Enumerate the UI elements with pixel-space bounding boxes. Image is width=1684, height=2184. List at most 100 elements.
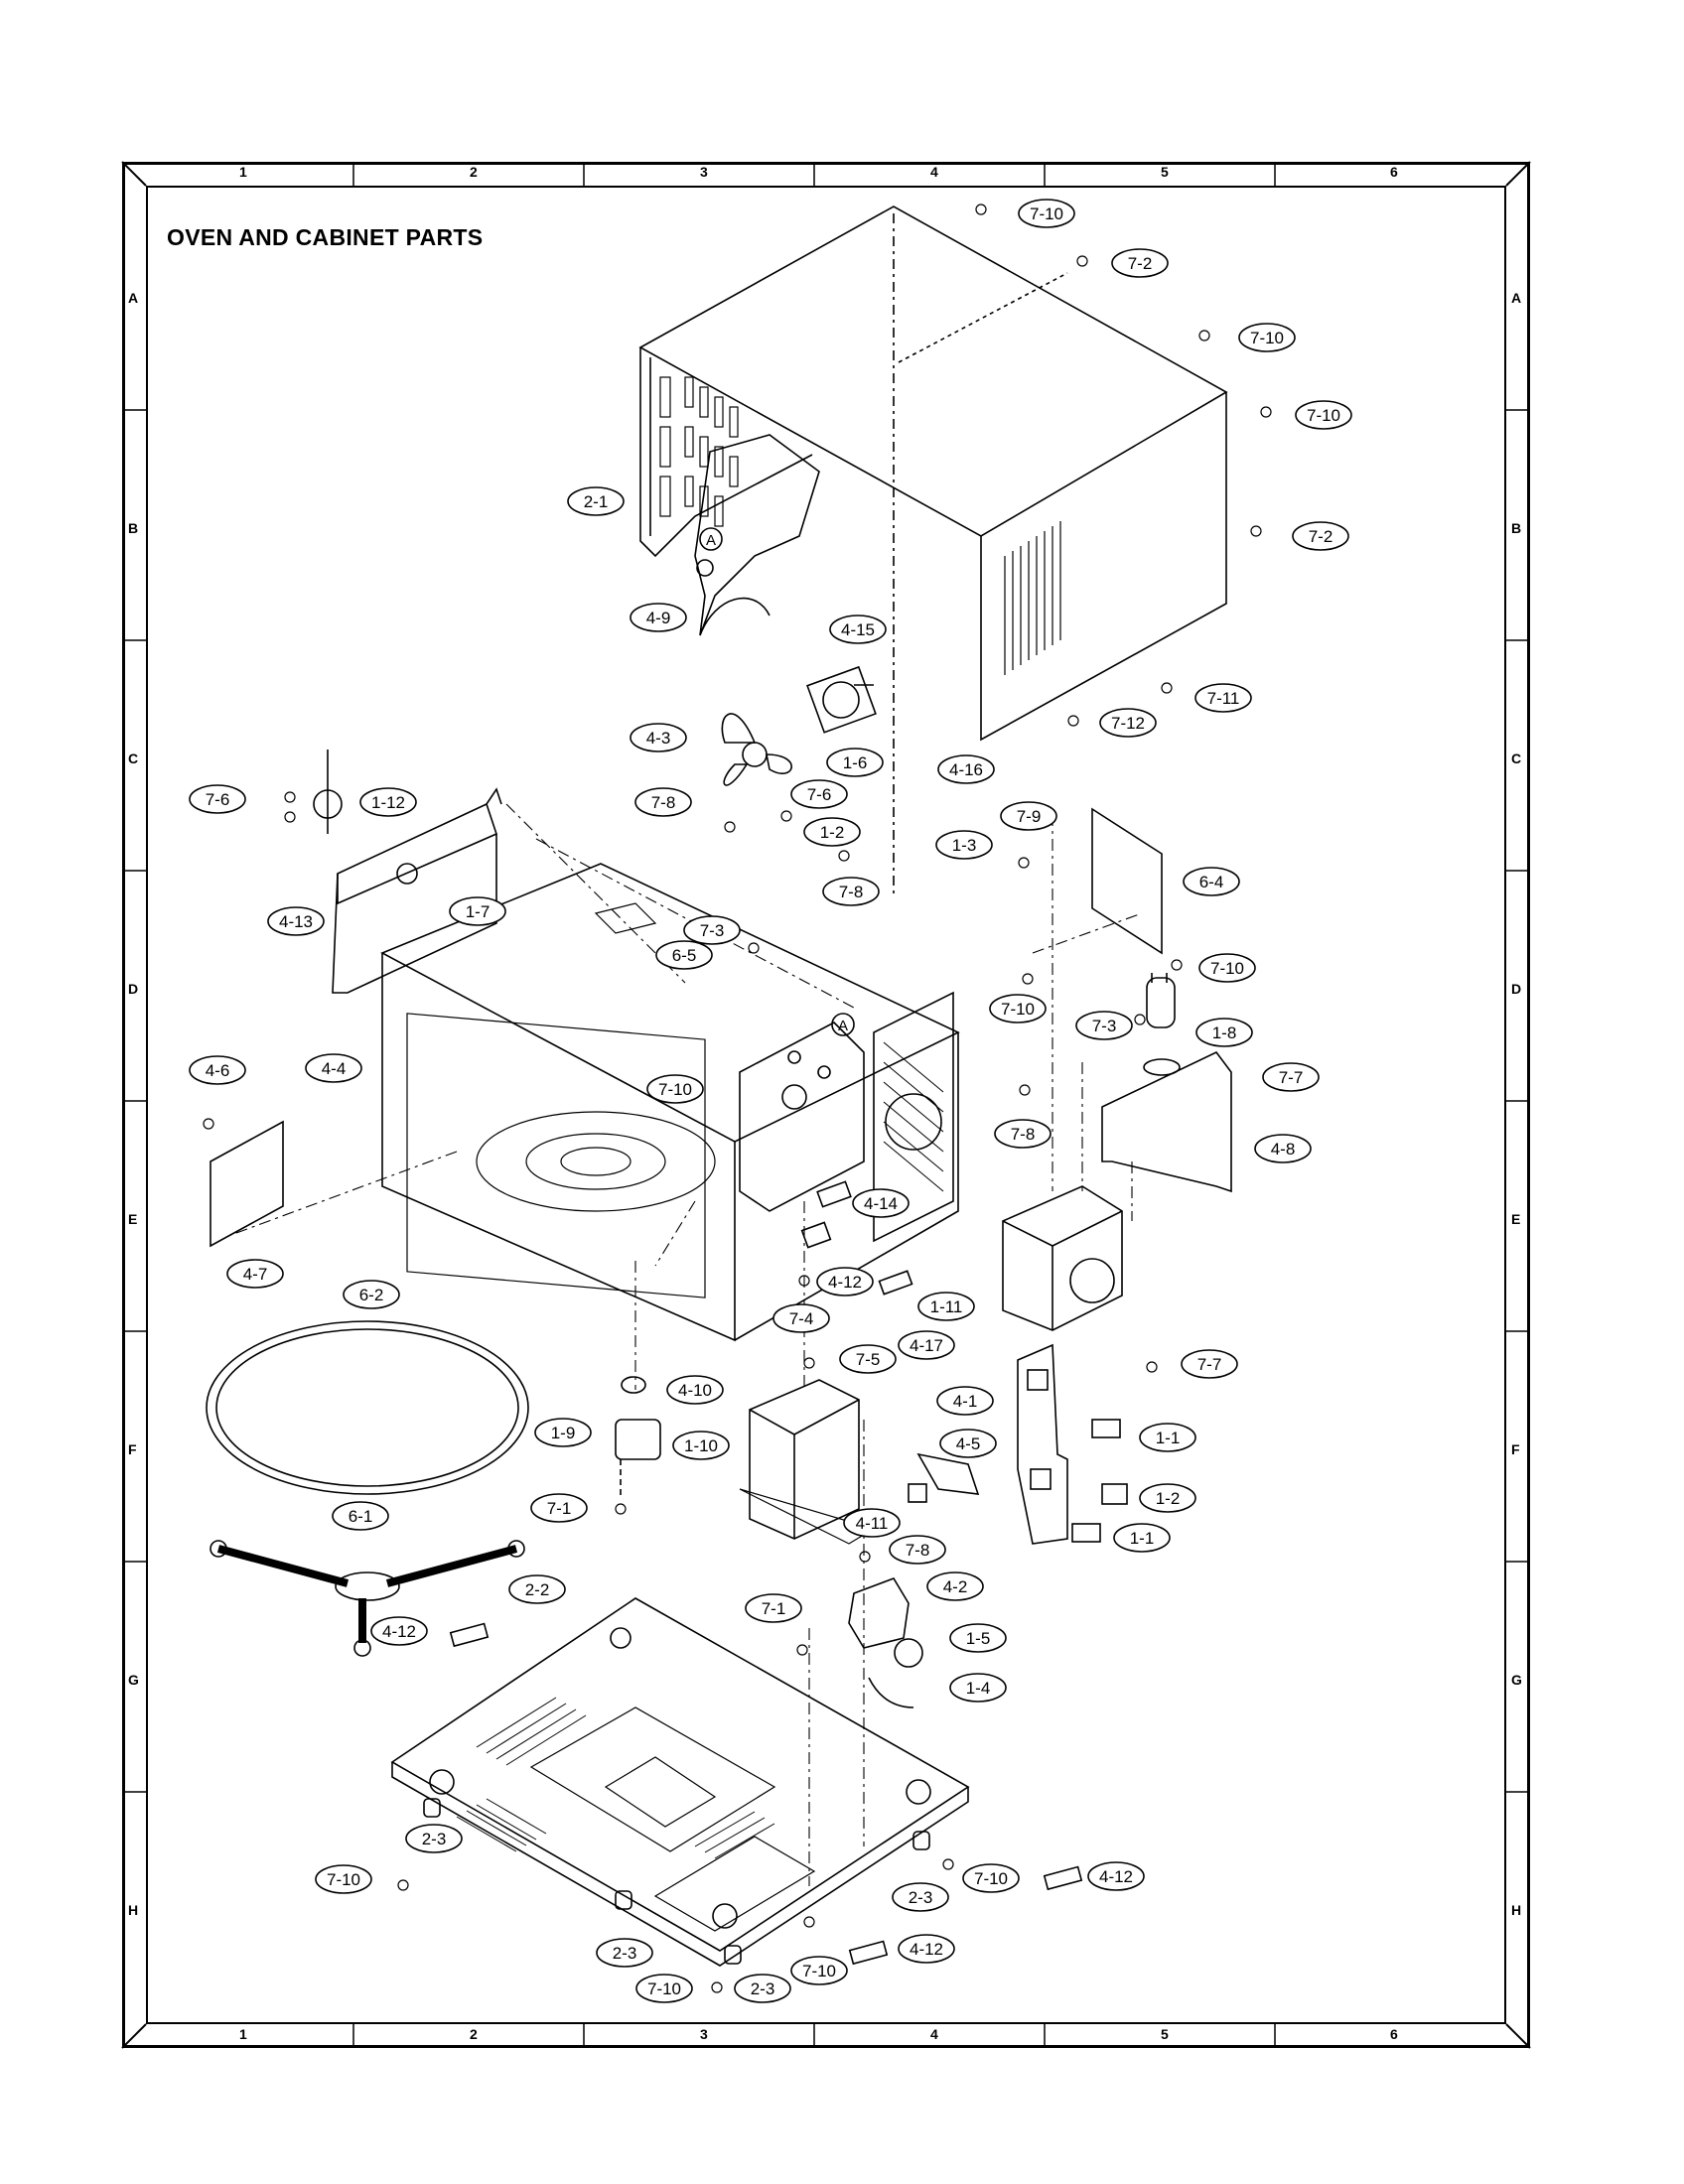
callout-label: 7-2: [1309, 527, 1333, 546]
callout-label: 4-14: [864, 1194, 898, 1213]
fan-motor-drawing: [806, 665, 877, 734]
callout-label: 7-10: [802, 1962, 836, 1980]
callout-balloon: [1018, 199, 1075, 228]
callout-1-11: 1-11: [917, 1292, 975, 1321]
reference-marker-a-1: A: [699, 527, 723, 551]
callout-balloon: [839, 1344, 897, 1374]
callout-4-17: 4-17: [898, 1330, 955, 1360]
row-label: E: [1511, 1211, 1521, 1227]
callout-2-1: 2-1: [567, 486, 625, 516]
row-label: A: [128, 290, 139, 306]
callout-7-3-b: 7-3: [1075, 1011, 1133, 1040]
callout-label: 4-3: [646, 729, 671, 748]
callout-label: 4-10: [678, 1381, 712, 1400]
callout-7-8-b: 7-8: [822, 877, 880, 906]
callout-label: 7-7: [1279, 1068, 1304, 1087]
callout-1-2-a: 1-2: [803, 817, 861, 847]
callout-balloon: [1254, 1134, 1312, 1163]
callout-balloon: [989, 994, 1047, 1024]
callout-label: 7-11: [1207, 689, 1240, 708]
base-plate-drawing: [390, 1597, 970, 1967]
callout-4-16: 4-16: [937, 754, 995, 784]
callout-balloon: [1262, 1062, 1320, 1092]
callout-label: 2-1: [584, 492, 609, 511]
callout-balloon: [790, 779, 848, 809]
callout-balloon: [1292, 521, 1349, 551]
row-label: E: [128, 1211, 138, 1227]
callout-6-1: 6-1: [332, 1501, 389, 1531]
callout-label: 1-6: [843, 753, 868, 772]
callout-balloon: [1099, 708, 1157, 738]
callout-label: 7-8: [651, 793, 676, 812]
callout-balloon: [1183, 867, 1240, 896]
rear-bracket-drawing: [313, 750, 502, 994]
callout-4-10: 4-10: [666, 1375, 724, 1405]
callout-balloon: [655, 940, 713, 970]
latch-hook-drawing: [1017, 1343, 1068, 1545]
callout-balloon: [1111, 248, 1169, 278]
callout-1-10: 1-10: [672, 1431, 730, 1460]
callout-label: 4-16: [949, 760, 983, 779]
callout-balloon: [829, 614, 887, 644]
callout-label: 4-5: [956, 1434, 981, 1453]
callout-4-11: 4-11: [843, 1508, 901, 1538]
callout-balloon: [634, 787, 692, 817]
callout-balloon: [1195, 1018, 1253, 1047]
callout-label: 7-10: [647, 1979, 681, 1998]
callout-1-4: 1-4: [949, 1673, 1007, 1703]
callout-balloon: [892, 1882, 949, 1912]
callout-balloon: [315, 1864, 372, 1894]
callout-label: 4-2: [943, 1577, 968, 1596]
callout-balloon: [596, 1938, 653, 1968]
callout-balloon: [937, 754, 995, 784]
callout-7-10-c: 7-10: [1295, 400, 1352, 430]
callout-7-7-a: 7-7: [1262, 1062, 1320, 1092]
callout-balloon: [534, 1418, 592, 1447]
callout-7-1-b: 7-1: [745, 1593, 802, 1623]
callout-balloon: [1139, 1423, 1196, 1452]
filter-plate-drawing: [1091, 807, 1163, 955]
callout-label: 7-12: [1111, 714, 1145, 733]
callout-balloon: [567, 486, 625, 516]
callout-label: 7-10: [1001, 1000, 1035, 1019]
column-label: 5: [1161, 2026, 1169, 2042]
reference-marker-a-2: A: [831, 1013, 855, 1036]
grid-ticks: [122, 162, 1530, 2048]
callout-balloon: [745, 1593, 802, 1623]
row-label: F: [128, 1441, 137, 1457]
fuse-block-drawing: [908, 1483, 927, 1503]
diagram-title: OVEN AND CABINET PARTS: [167, 224, 484, 250]
callout-balloon: [772, 1303, 830, 1333]
callout-1-1-b: 1-1: [1113, 1523, 1171, 1553]
marker-label: A: [838, 1018, 848, 1034]
callout-label: 4-4: [322, 1059, 347, 1078]
callout-balloon: [816, 1267, 874, 1297]
callout-label: 7-8: [1011, 1125, 1036, 1144]
callout-7-10-i: 7-10: [790, 1956, 848, 1985]
callout-balloon: [1295, 400, 1352, 430]
callout-label: 7-10: [327, 1870, 360, 1889]
bottom-spacers-drawing: [449, 1622, 1083, 1966]
callout-7-3-a: 7-3: [683, 915, 741, 945]
callout-balloon: [926, 1571, 984, 1601]
callout-label: 6-4: [1199, 873, 1224, 891]
callout-label: 7-8: [906, 1541, 930, 1560]
callout-label: 7-4: [789, 1309, 814, 1328]
callout-1-9: 1-9: [534, 1418, 592, 1447]
callout-label: 1-10: [684, 1436, 718, 1455]
latch-bracket-drawing: [739, 1022, 865, 1212]
callout-label: 1-1: [1156, 1429, 1181, 1447]
callout-label: 6-2: [359, 1286, 384, 1304]
callout-balloon: [949, 1623, 1007, 1653]
callout-1-5: 1-5: [949, 1623, 1007, 1653]
callout-1-3: 1-3: [935, 830, 993, 860]
callout-balloon: [822, 877, 880, 906]
callout-2-3-b: 2-3: [892, 1882, 949, 1912]
callout-1-6: 1-6: [826, 748, 884, 777]
row-label: D: [128, 981, 139, 997]
callout-4-3: 4-3: [630, 723, 687, 752]
row-label: H: [128, 1902, 139, 1918]
capacitor-bracket-drawing: [1101, 1050, 1232, 1193]
callout-balloon: [672, 1431, 730, 1460]
